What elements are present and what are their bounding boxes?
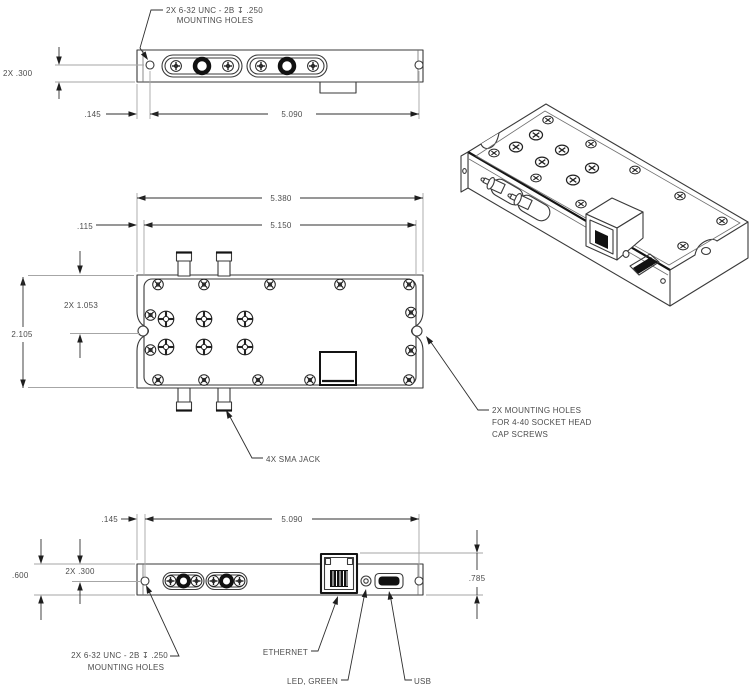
mounting-hole [145, 60, 155, 70]
dim-text: 2.105 [11, 330, 33, 339]
connector-boss [246, 54, 328, 78]
mounting-hole [414, 60, 424, 70]
iso-hole [660, 278, 666, 284]
dim-overall-height: 2.105 [11, 275, 134, 388]
dim-cover-inset: .115 [77, 222, 137, 231]
top-view: 2X 6-32 UNC - 2B ↧ .250 MOUNTING HOLES 2… [3, 6, 424, 119]
sma-end-face [219, 573, 234, 589]
iso-ethernet [585, 197, 644, 261]
note-text: 4X SMA JACK [266, 455, 321, 464]
led-label: LED, GREEN [287, 588, 369, 686]
dim-hole-centerline: 2X 1.053 [64, 251, 140, 358]
connector-boss [205, 571, 248, 591]
front-view: .145 5.090 .600 2X .300 [12, 514, 486, 686]
usb-label: USB [386, 590, 431, 686]
dim-text: 2X 1.053 [64, 301, 98, 310]
ear-mounting-hole [137, 325, 149, 337]
label-text: ETHERNET [263, 648, 308, 657]
label-text: USB [414, 677, 431, 686]
front-mounting-note: 2X 6-32 UNC - 2B ↧ .250 MOUNTING HOLES [71, 583, 180, 672]
note-text: FOR 4-40 SOCKET HEAD [492, 418, 592, 427]
sma-jack [215, 251, 233, 277]
iso-usb [633, 257, 656, 274]
dim-text: 2X .300 [3, 69, 33, 78]
dim-text: 5.150 [270, 221, 292, 230]
sma-jack [175, 387, 193, 412]
plan-view: 5.380 5.150 .115 2.105 [11, 193, 591, 464]
sma-end-face [277, 56, 297, 76]
connector-boss [162, 571, 205, 591]
sma-end-face [176, 573, 191, 589]
note-text: MOUNTING HOLES [88, 663, 164, 672]
dim-overall-height: .785 [360, 530, 486, 619]
sma-end-face [192, 56, 212, 76]
sma-jack-iso [507, 193, 533, 211]
dim-text: 5.380 [270, 194, 292, 203]
mounting-hole [414, 576, 424, 586]
iso-ear-notch [480, 132, 500, 150]
dim-overall-width: 5.380 [136, 193, 424, 272]
dim-text: 5.090 [281, 515, 303, 524]
note-text: CAP SCREWS [492, 430, 548, 439]
note-text: 2X MOUNTING HOLES [492, 406, 581, 415]
led-indicator [360, 575, 372, 587]
usb-port [374, 572, 404, 590]
dim-cover-width: 5.150 [143, 220, 417, 276]
dim-hole-offset: 2X .300 [65, 539, 140, 604]
ear-note: 2X MOUNTING HOLES FOR 4-40 SOCKET HEAD C… [423, 334, 592, 439]
iso-left-face [460, 151, 469, 193]
dim-length-row: .145 5.090 [84, 71, 420, 119]
dim-text: 2X .300 [65, 567, 95, 576]
ethernet-cutout [319, 351, 357, 386]
sma-note: 4X SMA JACK [223, 408, 321, 464]
dim-body-height: .600 [12, 539, 135, 620]
iso-lid-edge [467, 151, 671, 271]
dim-text: 5.090 [281, 110, 303, 119]
top-mounting-note-line1: 2X 6-32 UNC - 2B ↧ .250 [166, 6, 263, 15]
iso-sma-connectors [480, 177, 551, 222]
ethernet-label: ETHERNET [263, 595, 341, 657]
label-text: LED, GREEN [287, 677, 338, 686]
sma-jack [215, 387, 233, 412]
dim-hole-offset: 2X .300 [3, 47, 144, 99]
plan-body [136, 274, 424, 389]
sma-jack [175, 251, 193, 277]
ethernet-port [319, 552, 359, 595]
isometric-view [460, 103, 749, 307]
dim-text: .600 [12, 571, 29, 580]
top-mounting-note-line2: MOUNTING HOLES [177, 16, 253, 25]
dim-text: .145 [84, 110, 101, 119]
ear-mounting-hole [411, 325, 423, 337]
dim-text: .115 [77, 222, 93, 231]
iso-led [622, 250, 630, 258]
ethernet-protrusion [319, 81, 357, 94]
sma-jack-iso [480, 177, 506, 195]
dim-text: .145 [101, 515, 118, 524]
leader-line [139, 9, 163, 58]
note-text: 2X 6-32 UNC - 2B ↧ .250 [71, 651, 168, 660]
iso-ear-hole [700, 246, 712, 256]
mounting-hole [140, 576, 150, 586]
dim-text: .785 [469, 574, 486, 583]
dim-length-row: .145 5.090 [101, 514, 420, 576]
connector-boss [161, 54, 243, 78]
